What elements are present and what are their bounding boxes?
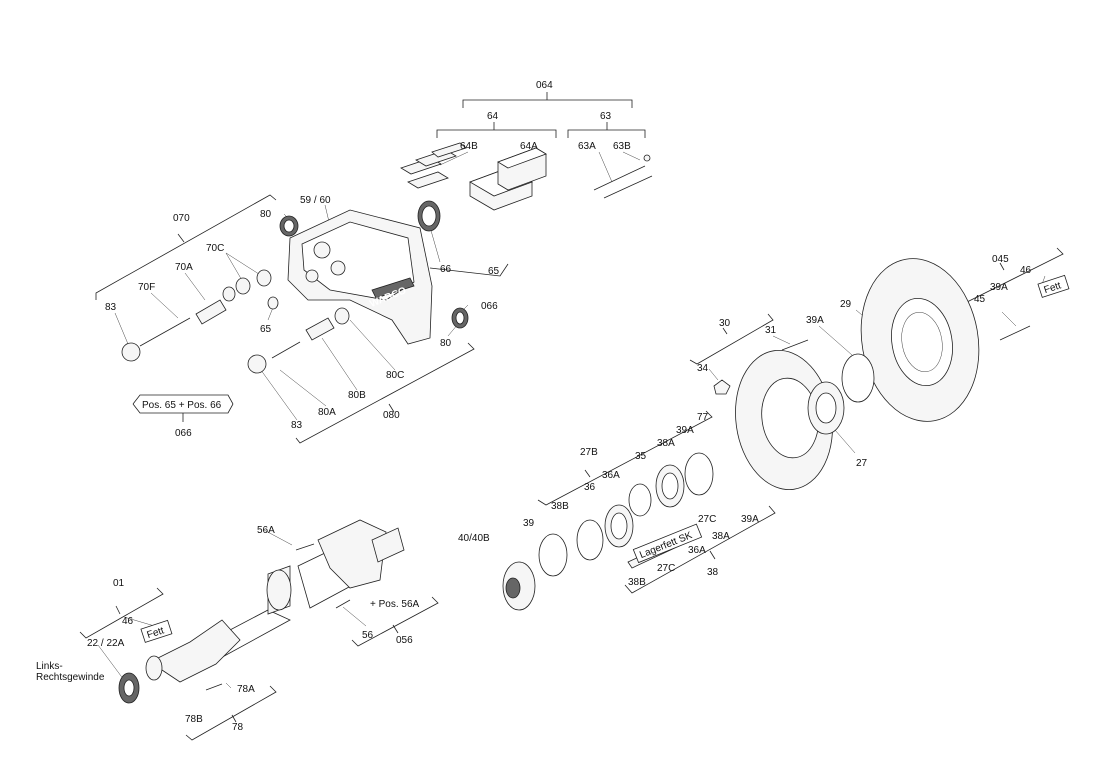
- group-brackets: [79, 92, 1064, 741]
- label-63b: 63B: [613, 141, 631, 152]
- label-070: 070: [173, 213, 190, 224]
- label-066-right: 066: [481, 301, 498, 312]
- label-70a: 70A: [175, 262, 193, 273]
- label-pos-56a: + Pos. 56A: [370, 599, 420, 610]
- label-66: 66: [440, 264, 452, 275]
- label-27: 27: [856, 458, 868, 469]
- label-links: Links-: [36, 661, 63, 672]
- wheel-hub-30: [735, 349, 845, 491]
- label-27c-top: 27C: [698, 514, 716, 525]
- label-39a-top: 39A: [990, 282, 1008, 293]
- ring-39a: [841, 353, 875, 403]
- label-38b-bottom: 38B: [628, 577, 646, 588]
- part-labels: 064 64 63 64B 64A 63A 63B 070 80 59 / 60…: [36, 80, 1070, 733]
- brake-caliper: WABCO: [287, 209, 433, 345]
- lagerfett-tag: Lagerfett SK: [632, 523, 703, 564]
- label-78b: 78B: [185, 714, 203, 725]
- svg-text:Fett: Fett: [1043, 280, 1063, 296]
- brake-disc-29: [860, 258, 980, 422]
- label-59-60: 59 / 60: [300, 195, 331, 206]
- label-83-top: 83: [105, 302, 117, 313]
- label-63a: 63A: [578, 141, 596, 152]
- fett-tag-top: Fett: [1037, 274, 1070, 298]
- svg-text:Fett: Fett: [146, 625, 166, 641]
- label-056: 056: [396, 635, 413, 646]
- label-38: 38: [707, 567, 719, 578]
- label-36: 36: [584, 482, 596, 493]
- label-066-left: 066: [175, 428, 192, 439]
- label-39a-bearing: 39A: [676, 425, 694, 436]
- label-31: 31: [765, 325, 777, 336]
- brake-pad-64a-right: [497, 147, 547, 191]
- label-01: 01: [113, 578, 125, 589]
- label-45: 45: [974, 294, 986, 305]
- label-34: 34: [697, 363, 709, 374]
- wheel-bolts: [713, 325, 1031, 395]
- label-rechtsgewinde: Rechtsgewinde: [36, 672, 105, 683]
- axle-assembly: [118, 519, 405, 704]
- label-83-bottom: 83: [291, 420, 303, 431]
- label-78a: 78A: [237, 684, 255, 695]
- label-80c: 80C: [386, 370, 404, 381]
- label-27c-bottom: 27C: [657, 563, 675, 574]
- brake-pads-group: [400, 142, 653, 211]
- label-38a-bottom: 38A: [712, 531, 730, 542]
- label-64: 64: [487, 111, 499, 122]
- pad-retaining-pins-63: [593, 154, 653, 199]
- label-30: 30: [719, 318, 731, 329]
- label-56: 56: [362, 630, 374, 641]
- label-045: 045: [992, 254, 1009, 265]
- label-77: 77: [697, 412, 709, 423]
- label-22-22a: 22 / 22A: [87, 638, 125, 649]
- label-70c: 70C: [206, 243, 224, 254]
- label-78: 78: [232, 722, 244, 733]
- label-39a-mid: 39A: [806, 315, 824, 326]
- label-38b-top: 38B: [551, 501, 569, 512]
- fett-tag-bottom: Fett: [140, 619, 173, 643]
- pad-spring-64b: [400, 142, 467, 189]
- label-29: 29: [840, 299, 852, 310]
- label-064: 064: [536, 80, 553, 91]
- label-pos-65-66: Pos. 65 + Pos. 66: [142, 400, 222, 411]
- label-39: 39: [523, 518, 535, 529]
- label-40-40b: 40/40B: [458, 533, 490, 544]
- label-46-bottom: 46: [122, 616, 134, 627]
- label-080: 080: [383, 410, 400, 421]
- label-38a-top: 38A: [657, 438, 675, 449]
- label-80a: 80A: [318, 407, 336, 418]
- label-39a-bottom: 39A: [741, 514, 759, 525]
- label-80-top: 80: [260, 209, 272, 220]
- label-64b: 64B: [460, 141, 478, 152]
- label-70f: 70F: [138, 282, 155, 293]
- label-56a: 56A: [257, 525, 275, 536]
- label-36a-top: 36A: [602, 470, 620, 481]
- label-64a: 64A: [520, 141, 538, 152]
- label-46-top: 46: [1020, 265, 1032, 276]
- label-80-bottom: 80: [440, 338, 452, 349]
- label-36a-bottom: 36A: [688, 545, 706, 556]
- label-65: 65: [260, 324, 272, 335]
- label-65-right: 65: [488, 266, 500, 277]
- label-27b: 27B: [580, 447, 598, 458]
- caliper-parts-left: [121, 200, 469, 374]
- label-80b: 80B: [348, 390, 366, 401]
- label-63: 63: [600, 111, 612, 122]
- label-35: 35: [635, 451, 647, 462]
